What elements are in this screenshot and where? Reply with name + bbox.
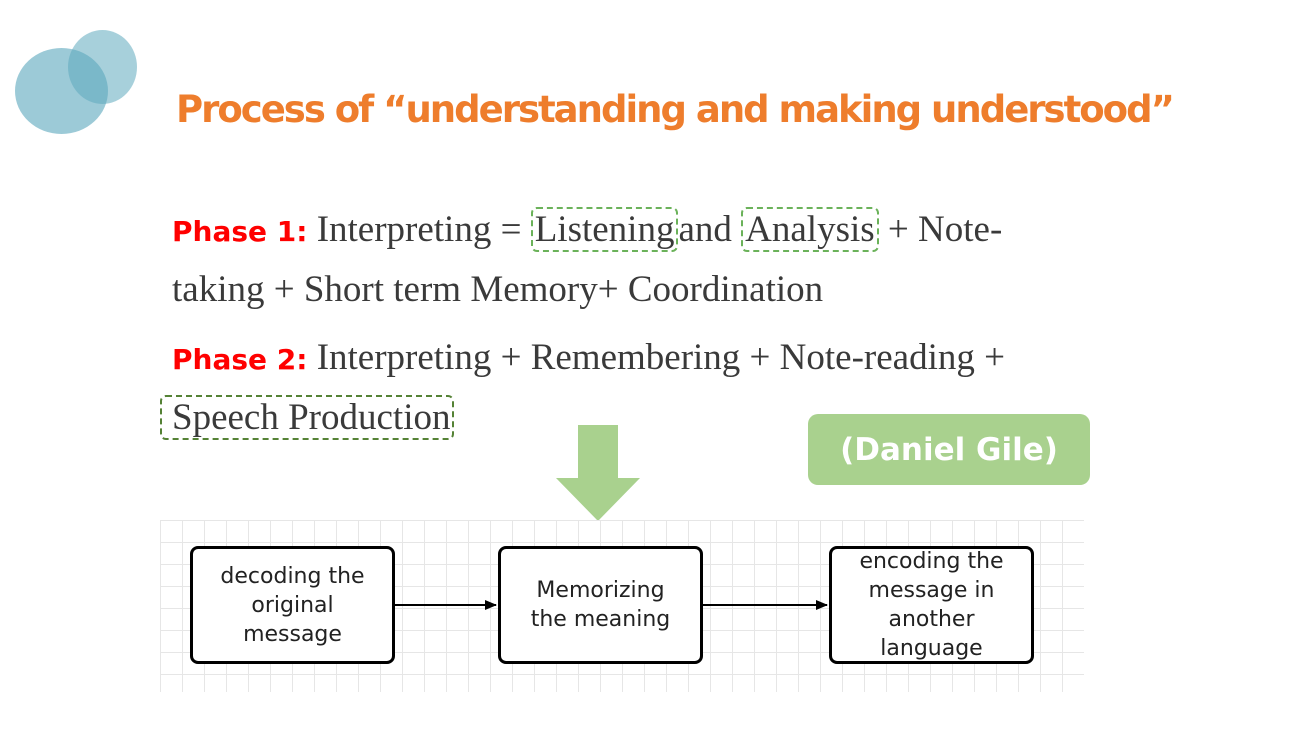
node-memorizing: Memorizing the meaning — [498, 546, 703, 664]
phase-1-text-post: + Note- — [878, 209, 1003, 250]
phase-1-label: Phase 1: — [172, 215, 308, 248]
node-encoding: encoding the message in another language — [829, 546, 1034, 664]
analysis-highlight: Analysis — [741, 207, 879, 252]
node-memorizing-label: Memorizing the meaning — [530, 578, 671, 632]
phase-2-label: Phase 2: — [172, 343, 308, 376]
slide-title: Process of “understanding and making und… — [176, 88, 1175, 131]
node-encoding-label: encoding the message in another language — [859, 549, 1004, 661]
phase-2-line-2: Speech Production — [160, 395, 455, 440]
phase-1-text-mid: and — [678, 209, 742, 250]
listening-highlight: Listening — [530, 207, 679, 252]
node-decoding: decoding the original message — [190, 546, 395, 664]
decorative-circle-small — [68, 30, 137, 104]
speech-production-highlight: Speech Production — [160, 395, 455, 440]
phase-2-text: Interpreting + Remembering + Note-readin… — [307, 337, 1005, 378]
phase-1-text-pre: Interpreting = — [307, 209, 531, 250]
citation-badge: (Daniel Gile) — [808, 414, 1090, 485]
phase-1-line-2: taking + Short term Memory+ Coordination — [172, 269, 824, 310]
phase-2-line-1: Phase 2: Interpreting + Remembering + No… — [172, 336, 1005, 379]
node-decoding-label: decoding the original message — [220, 563, 365, 647]
down-arrow-icon — [556, 425, 640, 521]
flow-diagram: decoding the original message Memorizing… — [160, 520, 1084, 692]
flow-connectors — [395, 600, 828, 610]
